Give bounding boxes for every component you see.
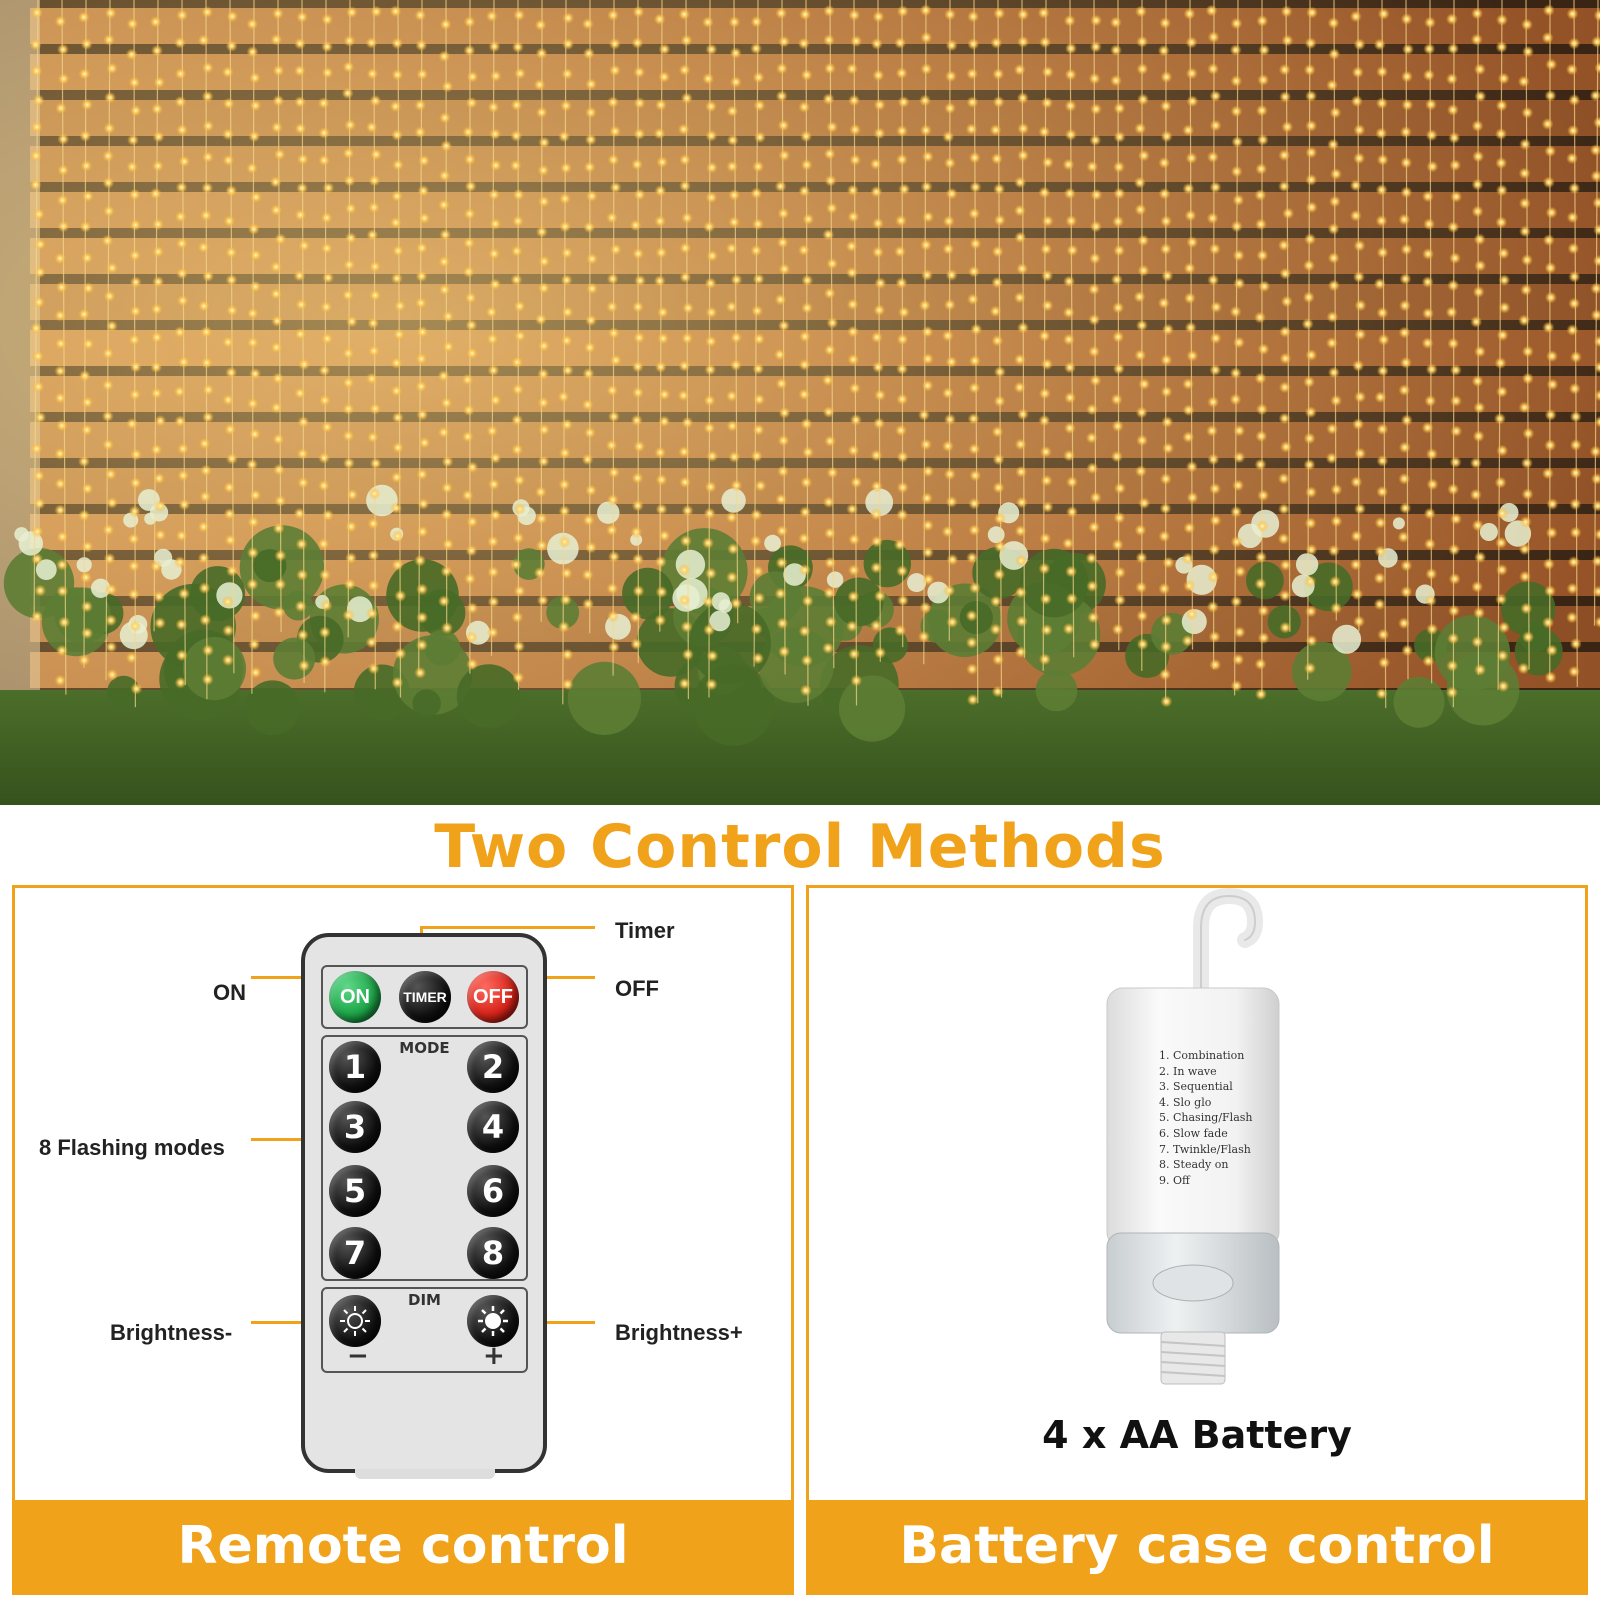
- battery-mode-list: 1. Combination 2. In wave 3. Sequential …: [1159, 1048, 1252, 1188]
- mode-item: 6. Slow fade: [1159, 1126, 1228, 1140]
- mode-button-8[interactable]: 8: [467, 1227, 519, 1279]
- lawn: [0, 690, 1600, 805]
- dim-minus-sign: −: [347, 1341, 369, 1371]
- mode-item: 3. Sequential: [1159, 1080, 1233, 1094]
- dim-button-group: DIM: [321, 1287, 528, 1373]
- mode-button-5[interactable]: 5: [329, 1165, 381, 1217]
- remote-control-footer: Remote control: [15, 1500, 791, 1592]
- sun-outline-icon: [340, 1306, 370, 1336]
- brightness-plus-callout: Brightness+: [615, 1320, 743, 1345]
- remote-control-panel: Timer ON OFF 8 Flashing modes Brightness…: [12, 885, 794, 1595]
- off-leader: [523, 976, 595, 979]
- off-callout: OFF: [615, 976, 659, 1001]
- battery-case-illustration: [1106, 888, 1280, 1385]
- mode-item: 7. Twinkle/Flash: [1159, 1142, 1251, 1156]
- mode-button-4[interactable]: 4: [467, 1101, 519, 1153]
- on-callout: ON: [213, 980, 246, 1005]
- mode-button-7[interactable]: 7: [329, 1227, 381, 1279]
- battery-case-footer: Battery case control: [809, 1500, 1585, 1592]
- remote-control: ON TIMER OFF MODE 1 2 3 4 5 6 7 8 DIM: [301, 933, 547, 1479]
- mode-item: 8. Steady on: [1159, 1158, 1229, 1172]
- mode-item: 4. Slo glo: [1159, 1095, 1212, 1109]
- dim-plus-sign: +: [483, 1341, 505, 1371]
- mode-button-group: MODE 1 2 3 4 5 6 7 8: [321, 1035, 528, 1281]
- modes-callout: 8 Flashing modes: [39, 1135, 225, 1160]
- brightness-down-button[interactable]: [329, 1295, 381, 1347]
- mode-item: 2. In wave: [1159, 1064, 1217, 1078]
- mode-button-3[interactable]: 3: [329, 1101, 381, 1153]
- timer-button[interactable]: TIMER: [399, 971, 451, 1023]
- brightness-minus-leader: [251, 1321, 319, 1324]
- modes-leader: [251, 1138, 319, 1141]
- mode-item: 9. Off: [1159, 1173, 1190, 1187]
- mode-item: 1. Combination: [1159, 1049, 1245, 1062]
- mode-button-2[interactable]: 2: [467, 1041, 519, 1093]
- mode-button-6[interactable]: 6: [467, 1165, 519, 1217]
- timer-leader: [420, 926, 595, 929]
- hero-photo: [0, 0, 1600, 805]
- mode-button-1[interactable]: 1: [329, 1041, 381, 1093]
- remote-base: [355, 1469, 495, 1479]
- on-button[interactable]: ON: [329, 971, 381, 1023]
- sun-filled-icon: [478, 1306, 508, 1336]
- light-bulbs: [29, 4, 1600, 708]
- on-leader: [251, 976, 319, 979]
- battery-case-panel: 1. Combination 2. In wave 3. Sequential …: [806, 885, 1588, 1595]
- brightness-minus-callout: Brightness-: [110, 1320, 233, 1345]
- brightness-up-button[interactable]: [467, 1295, 519, 1347]
- dim-label: DIM: [408, 1291, 441, 1309]
- brightness-plus-leader: [523, 1321, 595, 1324]
- timer-callout: Timer: [615, 918, 675, 943]
- mode-label: MODE: [399, 1039, 450, 1057]
- battery-caption: 4 x AA Battery: [1042, 1413, 1352, 1457]
- curtain-lights-photo: [0, 0, 1600, 805]
- page-title: Two Control Methods: [434, 812, 1166, 882]
- power-button-group: ON TIMER OFF: [321, 965, 528, 1029]
- mode-item: 5. Chasing/Flash: [1159, 1111, 1253, 1125]
- off-button[interactable]: OFF: [467, 971, 519, 1023]
